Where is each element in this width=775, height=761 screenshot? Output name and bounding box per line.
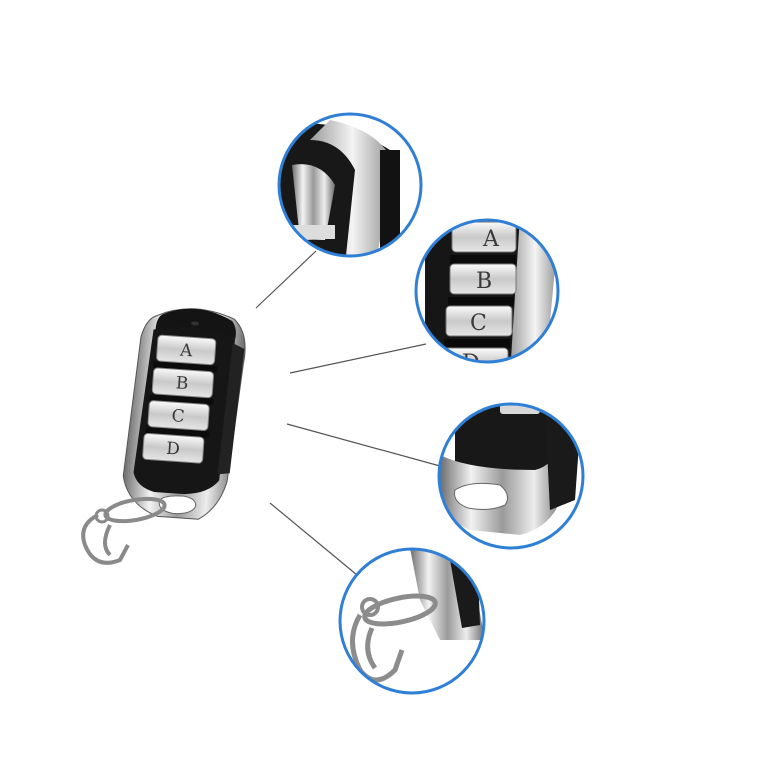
button-label-b: B [175,373,189,394]
zoom-label-c: C [470,311,487,336]
leader-line-base [286,423,441,467]
zoom-label-a: A [482,227,500,252]
keyring-hole [158,495,197,515]
zoom-circle-border [277,112,423,258]
remote-button-b[interactable]: B [151,367,214,399]
leader-line-top [255,250,317,309]
zoom-base [437,402,585,550]
zoom-circle-border [338,547,486,695]
button-label-a: A [178,340,193,361]
leader-line-keyring [269,502,358,576]
zoom-keyring [338,547,486,695]
remote-control: A B C D [122,308,246,520]
button-divider [149,394,214,405]
remote-button-d[interactable]: D [142,432,205,464]
zoom-label-b: B [476,269,492,294]
button-label-d: D [166,439,181,460]
key-clip [81,496,167,565]
zoom-label-d: D [462,351,480,376]
remote-button-a[interactable]: A [156,334,217,366]
zoom-circle-border [437,402,585,550]
button-divider [152,361,218,373]
zoom-top-cap [277,112,423,258]
remote-side-grip [217,343,245,475]
leader-lines [255,250,441,576]
zoom-circle-border [414,218,560,364]
leader-line-buttons [289,343,427,374]
zoom-buttons: A B C D [414,218,560,376]
led-indicator [191,321,200,326]
remote-buttons: A B C D [142,334,218,464]
button-divider [145,427,210,438]
button-label-c: C [171,406,185,427]
remote-button-c[interactable]: C [147,400,210,431]
